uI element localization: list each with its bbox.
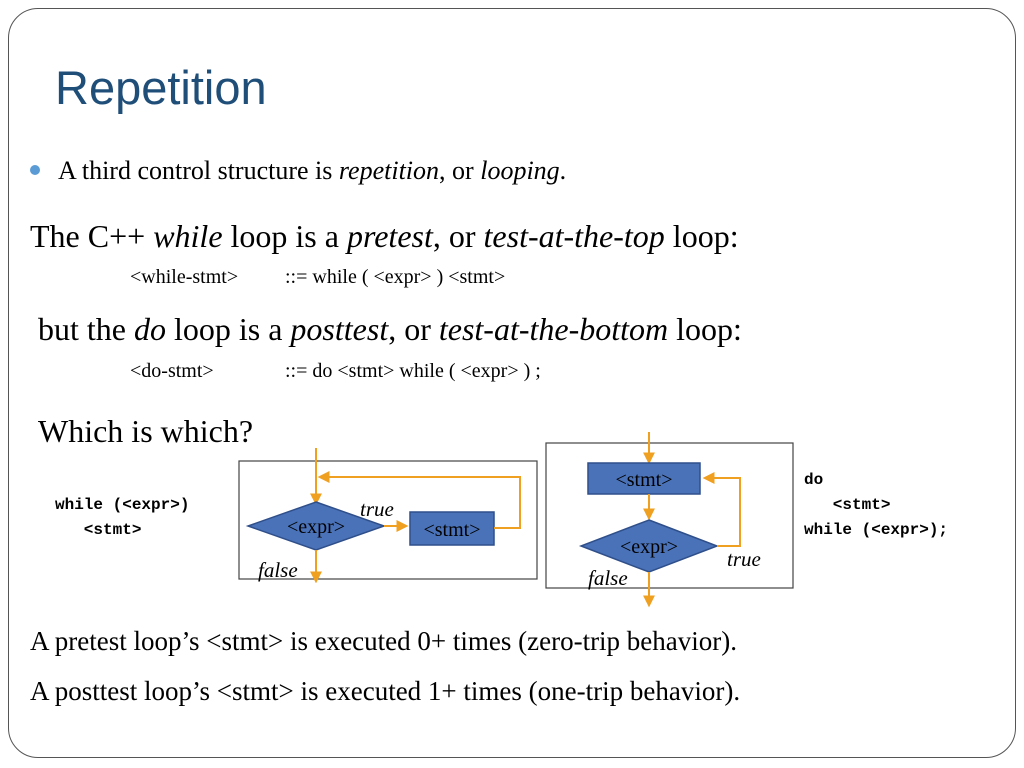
expr-label: <expr>: [287, 516, 345, 538]
slide-title: Repetition: [55, 61, 267, 114]
do-intro: but the do loop is a posttest, or test-a…: [38, 311, 742, 347]
true-label: true: [360, 497, 394, 521]
false-label: false: [588, 566, 628, 590]
false-label: false: [258, 558, 298, 582]
do-grammar-rhs: ::= do <stmt> while ( <expr> ) ;: [285, 360, 541, 382]
while-flowchart-frame: [238, 460, 538, 580]
loop-back-arrow: [317, 471, 521, 529]
while-grammar-lhs: <while-stmt>: [130, 266, 239, 288]
stmt-label: <stmt>: [423, 519, 480, 541]
stmt-box: [587, 462, 701, 495]
keyword-while: while: [153, 218, 223, 254]
do-flowchart: <stmt> <expr> true false: [545, 432, 794, 608]
loop-back-arrow: [702, 472, 741, 547]
expr-label: <expr>: [620, 536, 678, 558]
term-posttest: posttest: [290, 311, 389, 347]
question-text: Which is which?: [38, 413, 254, 449]
bullet-text: A third control structure is repetition,…: [58, 156, 566, 186]
while-intro: The C++ while loop is a pretest, or test…: [30, 218, 739, 254]
bullet-suffix: .: [559, 156, 567, 185]
term-repetition: repetition: [338, 156, 440, 185]
bullet-middle: , or: [439, 156, 481, 185]
stmt-label: <stmt>: [615, 469, 672, 491]
term-looping: looping: [480, 156, 560, 185]
do-grammar-lhs: <do-stmt>: [130, 360, 214, 382]
bullet-dot-icon: [30, 165, 40, 175]
do-flowchart-frame: [545, 442, 794, 589]
term-test-at-the-top: test-at-the-top: [483, 218, 665, 254]
term-pretest: pretest: [346, 218, 433, 254]
term-test-at-the-bottom: test-at-the-bottom: [438, 311, 669, 347]
footer-line-pretest: A pretest loop’s <stmt> is executed 0+ t…: [30, 626, 738, 656]
while-grammar-rhs: ::= while ( <expr> ) <stmt>: [285, 266, 506, 288]
do-code: do <stmt> while (<expr>);: [804, 471, 949, 539]
keyword-do: do: [133, 311, 166, 347]
bullet-prefix: A third control structure is: [58, 156, 339, 185]
true-label: true: [727, 547, 761, 571]
while-flowchart: <expr> <stmt> true false: [238, 448, 538, 583]
footer-line-posttest: A posttest loop’s <stmt> is executed 1+ …: [30, 676, 741, 706]
while-code: while (<expr>) <stmt>: [55, 496, 190, 539]
slide-frame: [8, 8, 1016, 758]
